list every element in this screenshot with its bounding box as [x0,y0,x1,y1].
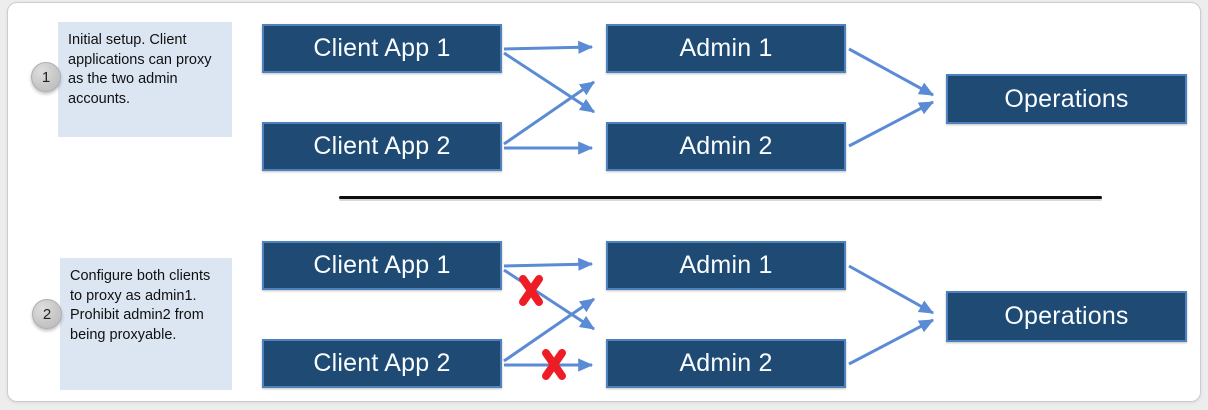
node-client-app-2-s1: Client App 2 [262,122,502,171]
step-1-badge: 1 [31,62,61,92]
node-client-app-2-s2: Client App 2 [262,339,502,388]
section-divider [339,196,1102,199]
node-operations-s1: Operations [946,74,1187,124]
node-admin-1-s1: Admin 1 [606,24,846,73]
node-admin-2-s2: Admin 2 [606,339,846,388]
step-2-badge: 2 [32,299,62,329]
node-client-app-1-s2: Client App 1 [262,241,502,290]
node-admin-1-s2: Admin 1 [606,241,846,290]
node-admin-2-s1: Admin 2 [606,122,846,171]
node-operations-s2: Operations [946,291,1187,342]
step-1-note: Initial setup. Client applications can p… [58,22,232,137]
step-2-note: Configure both clients to proxy as admin… [60,258,232,390]
node-client-app-1-s1: Client App 1 [262,24,502,73]
